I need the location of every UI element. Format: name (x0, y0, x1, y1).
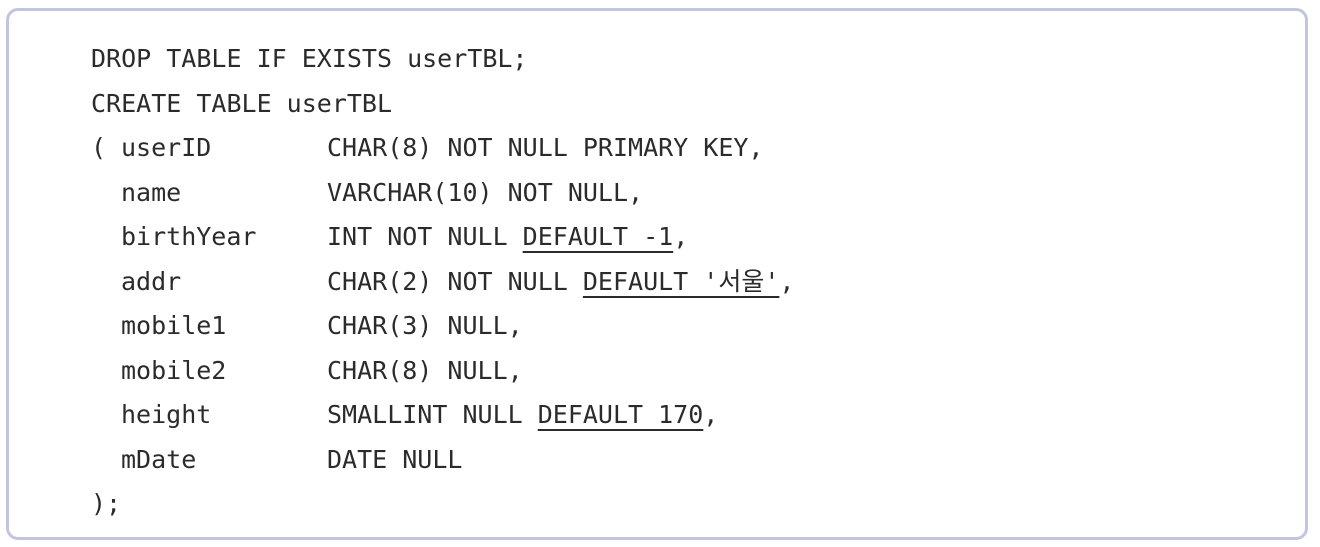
code-line-userid: ( userID CHAR(8) NOT NULL PRIMARY KEY, (91, 126, 794, 171)
code-line-birthyear: birthYear INT NOT NULL DEFAULT -1, (91, 215, 794, 260)
create-statement: CREATE TABLE userTBL (91, 88, 393, 118)
code-line-create: CREATE TABLE userTBL (91, 82, 794, 127)
column-def-userid: CHAR(8) NOT NULL PRIMARY KEY, (327, 133, 764, 162)
column-tail-height: , (703, 400, 719, 429)
column-name-userid: userID (121, 133, 212, 162)
column-def-height: SMALLINT NULL (327, 400, 538, 429)
sql-code-block: DROP TABLE IF EXISTS userTBL; CREATE TAB… (91, 37, 794, 527)
column-def-name: VARCHAR(10) NOT NULL, (327, 177, 644, 207)
column-tail-birthyear: , (673, 222, 689, 251)
column-def-mdate: DATE NULL (327, 444, 463, 474)
code-line-mdate: mDate DATE NULL (91, 438, 794, 483)
column-name-birthyear: birthYear (121, 222, 257, 251)
column-default-height: DEFAULT 170 (537, 400, 704, 429)
column-name-height: height (121, 400, 212, 429)
drop-statement: DROP TABLE IF EXISTS userTBL; (91, 44, 528, 73)
column-def-birthyear: INT NOT NULL (327, 222, 523, 251)
column-name-mobile1: mobile1 (121, 311, 227, 340)
code-line-mobile2: mobile2 CHAR(8) NULL, (91, 349, 794, 394)
code-line-mobile1: mobile1 CHAR(3) NULL, (91, 304, 794, 349)
column-name-addr: addr (121, 266, 182, 296)
code-line-drop: DROP TABLE IF EXISTS userTBL; (91, 37, 794, 82)
code-line-addr: addr CHAR(2) NOT NULL DEFAULT '서울', (91, 260, 794, 305)
column-name-mobile2: mobile2 (121, 355, 227, 385)
code-line-name: name VARCHAR(10) NOT NULL, (91, 171, 794, 216)
open-paren: ( (91, 133, 107, 162)
column-name-name: name (121, 177, 182, 207)
code-box: DROP TABLE IF EXISTS userTBL; CREATE TAB… (6, 8, 1308, 540)
code-line-height: height SMALLINT NULL DEFAULT 170, (91, 393, 794, 438)
column-default-birthyear: DEFAULT -1 (522, 222, 674, 251)
close-paren: ); (91, 489, 122, 518)
column-def-mobile1: CHAR(3) NULL, (327, 311, 523, 340)
code-line-close: ); (91, 482, 794, 527)
column-def-mobile2: CHAR(8) NULL, (327, 355, 523, 385)
column-name-mdate: mDate (121, 444, 197, 474)
column-default-addr: DEFAULT '서울' (582, 266, 780, 296)
column-def-addr: CHAR(2) NOT NULL (327, 266, 583, 296)
column-tail-addr: , (779, 266, 795, 296)
